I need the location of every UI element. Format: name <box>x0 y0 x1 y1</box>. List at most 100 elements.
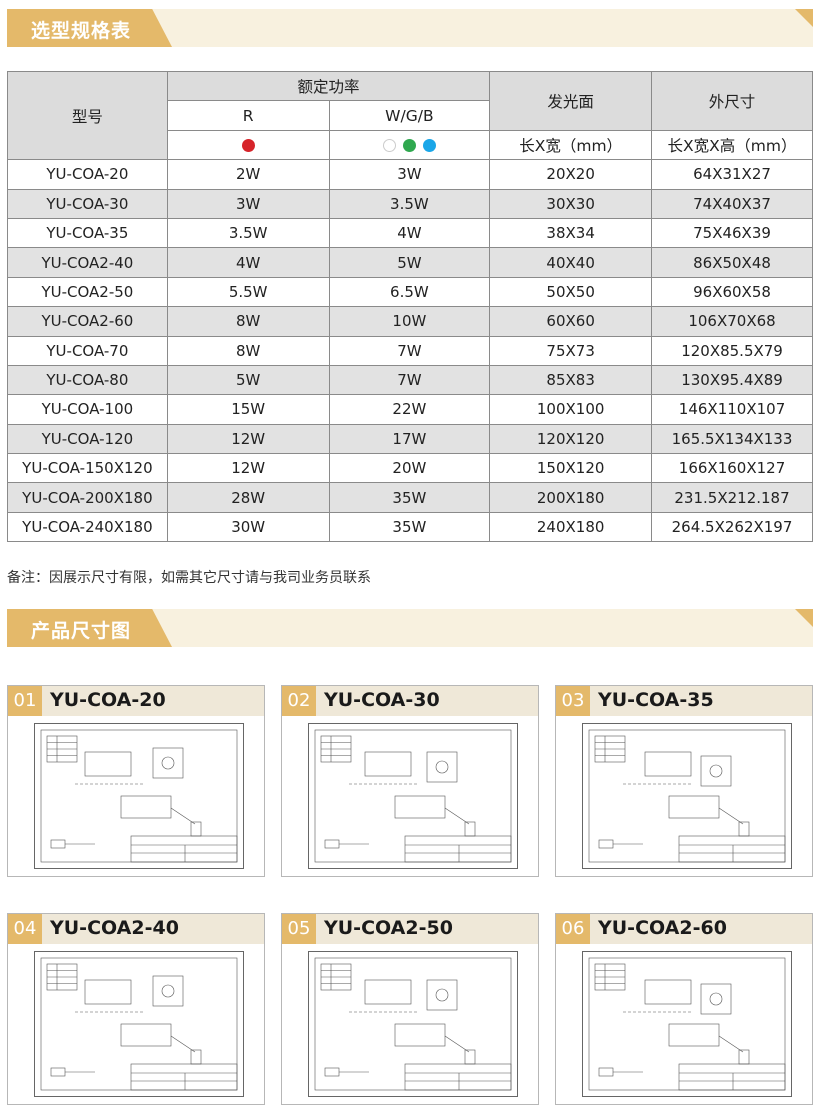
cell-emit: 38X34 <box>489 217 653 249</box>
header-size-unit: 长X宽X高（mm） <box>651 129 813 161</box>
card-title: YU-COA-30 <box>324 689 440 711</box>
cell-model: YU-COA-35 <box>7 217 168 249</box>
cell-size: 264.5X262X197 <box>651 511 813 543</box>
card-number: 06 <box>556 914 590 944</box>
cell-emit: 240X180 <box>489 511 653 543</box>
cell-model: YU-COA2-40 <box>7 247 168 278</box>
cell-emit: 75X73 <box>489 335 653 366</box>
product-card[interactable]: 04 YU-COA2-40 <box>7 913 265 1105</box>
red-dot-cell <box>166 129 330 161</box>
spec-table: 型号 额定功率 发光面 外尺寸 R W/G/B 长X宽（mm） 长X宽X高（mm… <box>7 70 813 543</box>
card-header: 01 YU-COA-20 <box>8 686 264 716</box>
section-tab: 产品尺寸图 <box>7 609 172 647</box>
cell-power-wgb: 20W <box>328 453 491 484</box>
cell-emit: 85X83 <box>489 364 653 396</box>
header-model: 型号 <box>7 70 168 161</box>
cell-emit: 30X30 <box>489 188 653 219</box>
product-card[interactable]: 06 YU-COA2-60 <box>555 913 813 1105</box>
cell-power-r: 8W <box>166 335 330 366</box>
cell-power-r: 12W <box>166 423 330 455</box>
drawing-sketch <box>314 729 512 863</box>
dimension-drawing <box>582 951 792 1097</box>
cell-power-wgb: 17W <box>328 423 491 455</box>
drawing-sketch <box>40 957 238 1091</box>
card-title: YU-COA2-50 <box>324 917 453 939</box>
product-card[interactable]: 01 YU-COA-20 <box>7 685 265 877</box>
cell-model: YU-COA-150X120 <box>7 453 168 484</box>
red-dot-icon <box>241 138 255 152</box>
cell-power-r: 12W <box>166 453 330 484</box>
cell-model: YU-COA2-50 <box>7 276 168 308</box>
cell-emit: 60X60 <box>489 306 653 337</box>
cell-model: YU-COA-200X180 <box>7 482 168 513</box>
cell-power-wgb: 35W <box>328 482 491 513</box>
product-card[interactable]: 05 YU-COA2-50 <box>281 913 539 1105</box>
dimension-drawing <box>34 723 244 869</box>
cell-power-r: 5W <box>166 364 330 396</box>
cell-size: 106X70X68 <box>651 306 813 337</box>
cell-size: 130X95.4X89 <box>651 364 813 396</box>
card-number: 02 <box>282 686 316 716</box>
card-header: 03 YU-COA-35 <box>556 686 812 716</box>
card-number: 04 <box>8 914 42 944</box>
wgb-dot-cell <box>328 129 491 161</box>
cell-size: 146X110X107 <box>651 394 813 425</box>
cell-size: 231.5X212.187 <box>651 482 813 513</box>
cell-size: 120X85.5X79 <box>651 335 813 366</box>
card-header: 05 YU-COA2-50 <box>282 914 538 944</box>
cell-power-r: 15W <box>166 394 330 425</box>
cell-size: 166X160X127 <box>651 453 813 484</box>
cell-power-wgb: 5W <box>328 247 491 278</box>
cell-power-wgb: 3.5W <box>328 188 491 219</box>
section-title: 产品尺寸图 <box>31 620 132 642</box>
header-power: 额定功率 <box>166 70 491 102</box>
cell-size: 64X31X27 <box>651 159 813 190</box>
cell-power-r: 2W <box>166 159 330 190</box>
cell-size: 75X46X39 <box>651 217 813 249</box>
cell-size: 74X40X37 <box>651 188 813 219</box>
cell-model: YU-COA-100 <box>7 394 168 425</box>
blue-dot-icon <box>422 138 436 152</box>
section-header-selection: 选型规格表 <box>7 9 813 47</box>
section-header-dimension: 产品尺寸图 <box>7 609 813 647</box>
cell-model: YU-COA-70 <box>7 335 168 366</box>
card-number: 05 <box>282 914 316 944</box>
card-title: YU-COA-20 <box>50 689 166 711</box>
cell-model: YU-COA-30 <box>7 188 168 219</box>
product-card[interactable]: 03 YU-COA-35 <box>555 685 813 877</box>
cell-power-wgb: 35W <box>328 511 491 543</box>
card-header: 06 YU-COA2-60 <box>556 914 812 944</box>
cell-power-r: 8W <box>166 306 330 337</box>
header-emit: 发光面 <box>489 71 653 131</box>
cell-emit: 20X20 <box>489 159 653 190</box>
dimension-drawing <box>582 723 792 869</box>
cell-model: YU-COA-240X180 <box>7 511 168 543</box>
cell-power-wgb: 22W <box>328 394 491 425</box>
cell-model: YU-COA-80 <box>7 364 168 396</box>
card-title: YU-COA2-40 <box>50 917 179 939</box>
section-tab: 选型规格表 <box>7 9 172 47</box>
cell-power-r: 30W <box>166 511 330 543</box>
dimension-drawing <box>308 723 518 869</box>
product-card[interactable]: 02 YU-COA-30 <box>281 685 539 877</box>
header-power-wgb: W/G/B <box>328 100 491 131</box>
cell-emit: 40X40 <box>489 247 653 278</box>
drawing-sketch <box>588 957 786 1091</box>
white-dot-icon <box>382 138 396 152</box>
cell-power-r: 3W <box>166 188 330 219</box>
cell-power-wgb: 7W <box>328 364 491 396</box>
cell-model: YU-COA-120 <box>7 423 168 455</box>
cell-emit: 120X120 <box>489 423 653 455</box>
cell-model: YU-COA2-60 <box>7 306 168 337</box>
